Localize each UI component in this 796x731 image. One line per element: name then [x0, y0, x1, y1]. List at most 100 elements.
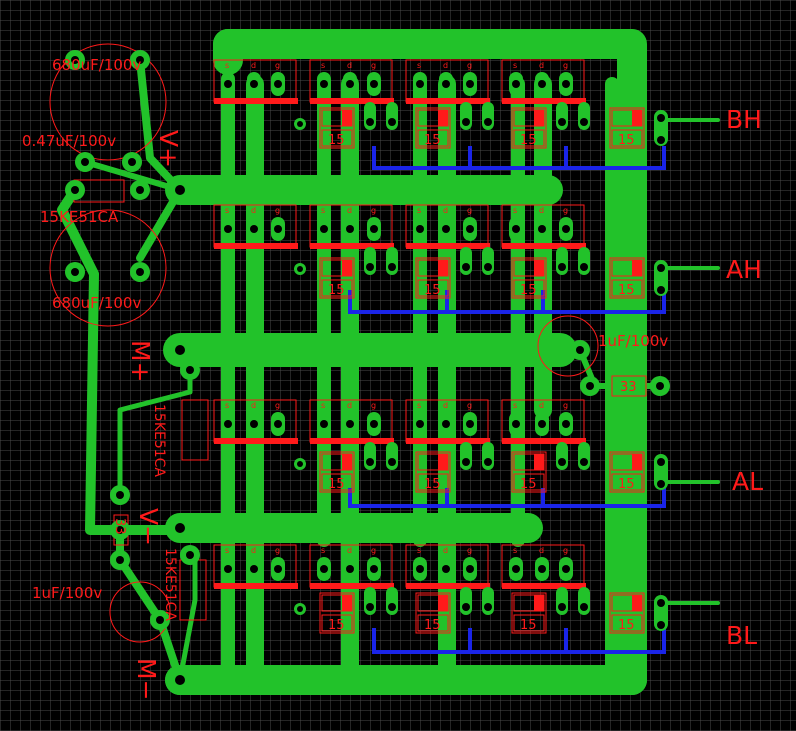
- resistor-15-label: 15: [618, 618, 635, 633]
- mosfet-pin-label: g: [275, 61, 280, 70]
- pad-holes: [71, 56, 664, 685]
- mosfet-pin-label: g: [563, 61, 568, 70]
- resistor-15: 15: [319, 592, 355, 634]
- resistor-15-label: 15: [328, 283, 345, 298]
- resistor-15-label: 15: [618, 133, 635, 148]
- mosfet-pin-label: s: [321, 546, 325, 555]
- resistor-15-label: 15: [618, 477, 635, 492]
- mosfet-pin-label: d: [539, 401, 544, 410]
- mosfet-pin-label: d: [347, 206, 352, 215]
- label-m-minus: M−: [132, 658, 161, 701]
- resistor-15: 15: [609, 451, 645, 493]
- mosfet-extra-pad: [294, 118, 306, 130]
- resistor-15: 15: [415, 451, 451, 493]
- mosfet-pin-label: g: [275, 401, 280, 410]
- mosfet-pin-label: d: [251, 546, 256, 555]
- mosfet-pin-label: g: [563, 401, 568, 410]
- resistor-15: 15: [511, 451, 547, 493]
- gate-bus-ah: [348, 290, 666, 314]
- mosfet-pin-label: d: [347, 401, 352, 410]
- mosfet-pin-label: g: [371, 206, 376, 215]
- resistor-15-label: 15: [424, 283, 441, 298]
- mosfet-pin-label: s: [513, 61, 517, 70]
- label-output-bh: BH: [726, 105, 762, 134]
- mosfet-pin-label: s: [225, 206, 229, 215]
- mosfet-pin-label: d: [443, 401, 448, 410]
- mosfet-pin-label: g: [371, 61, 376, 70]
- mosfet-pin-label: s: [225, 546, 229, 555]
- resistor-15: 15: [319, 257, 355, 299]
- silkscreen-text: 680uF/100v 0.47uF/100v 15KE51CA 680uF/10…: [22, 56, 763, 701]
- gate-bus-al: [348, 488, 666, 508]
- resistor-15: 15: [415, 592, 451, 634]
- label-tvs-left-1: 15KE51CA: [151, 404, 167, 477]
- mosfet-pin-label: d: [443, 61, 448, 70]
- output-pad: [654, 260, 668, 296]
- resistor-15-label: 15: [520, 133, 537, 148]
- label-res-33-left: 33: [112, 518, 127, 535]
- mosfet-pin-label: d: [251, 206, 256, 215]
- copper-bottom-layer: [348, 146, 666, 654]
- label-output-al: AL: [732, 467, 763, 496]
- mosfet-pin-label: g: [275, 546, 280, 555]
- resistor-15-label: 15: [328, 133, 345, 148]
- mosfet-pin-label: d: [539, 206, 544, 215]
- mosfet-pin-label: s: [417, 61, 421, 70]
- mosfet-pin-label: d: [347, 546, 352, 555]
- silkscreen-shapes: [49, 43, 599, 643]
- resistor-15: 15: [415, 257, 451, 299]
- label-v-minus: V−: [134, 508, 163, 546]
- resistor-15-label: 15: [424, 477, 441, 492]
- mosfet-pin-label: s: [321, 206, 325, 215]
- mosfet-pin-label: s: [417, 546, 421, 555]
- label-output-ah: AH: [726, 255, 762, 284]
- mosfet-pin-label: d: [539, 61, 544, 70]
- resistor-15: 15: [511, 257, 547, 299]
- mosfet-pin-label: s: [225, 61, 229, 70]
- resistor-15-label: 15: [328, 477, 345, 492]
- mosfet-pin-label: s: [417, 401, 421, 410]
- cap-680uf-bottom-outline: [49, 209, 167, 327]
- mosfet-pin-label: d: [251, 61, 256, 70]
- resistor-15-label: 15: [424, 618, 441, 633]
- output-pad: [654, 454, 668, 490]
- mosfet-pin-label: d: [443, 546, 448, 555]
- gate-bus-bl: [372, 628, 666, 654]
- resistor-15: 15: [609, 592, 645, 634]
- label-m-plus: M+: [126, 340, 155, 383]
- mosfet-pin-label: g: [467, 401, 472, 410]
- mosfet-pin-label: s: [225, 401, 229, 410]
- label-v-plus: V+: [154, 130, 183, 168]
- resistor-15: 15: [609, 107, 645, 149]
- output-pad: [654, 595, 668, 631]
- label-cap-1uf-left: 1uF/100v: [32, 584, 102, 602]
- mosfet-pin-label: g: [371, 546, 376, 555]
- mosfet-pin-label: g: [275, 206, 280, 215]
- mosfet-extra-pad: [294, 263, 306, 275]
- tvs-left-1-outline: [181, 399, 209, 461]
- resistor-15: 15: [511, 592, 547, 634]
- resistor-15-label: 15: [520, 618, 537, 633]
- mosfet-pin-label: s: [513, 546, 517, 555]
- label-tvs-left-2: 15KE51CA: [162, 548, 178, 621]
- cap-680uf-top-outline: [49, 43, 167, 161]
- output-pad: [654, 110, 668, 146]
- resistor-15-label: 15: [424, 133, 441, 148]
- resistor-15-label: 15: [328, 618, 345, 633]
- label-cap-047uf: 0.47uF/100v: [22, 132, 116, 150]
- resistor-15-label: 15: [520, 283, 537, 298]
- cap-1uf-right-outline: [537, 315, 599, 377]
